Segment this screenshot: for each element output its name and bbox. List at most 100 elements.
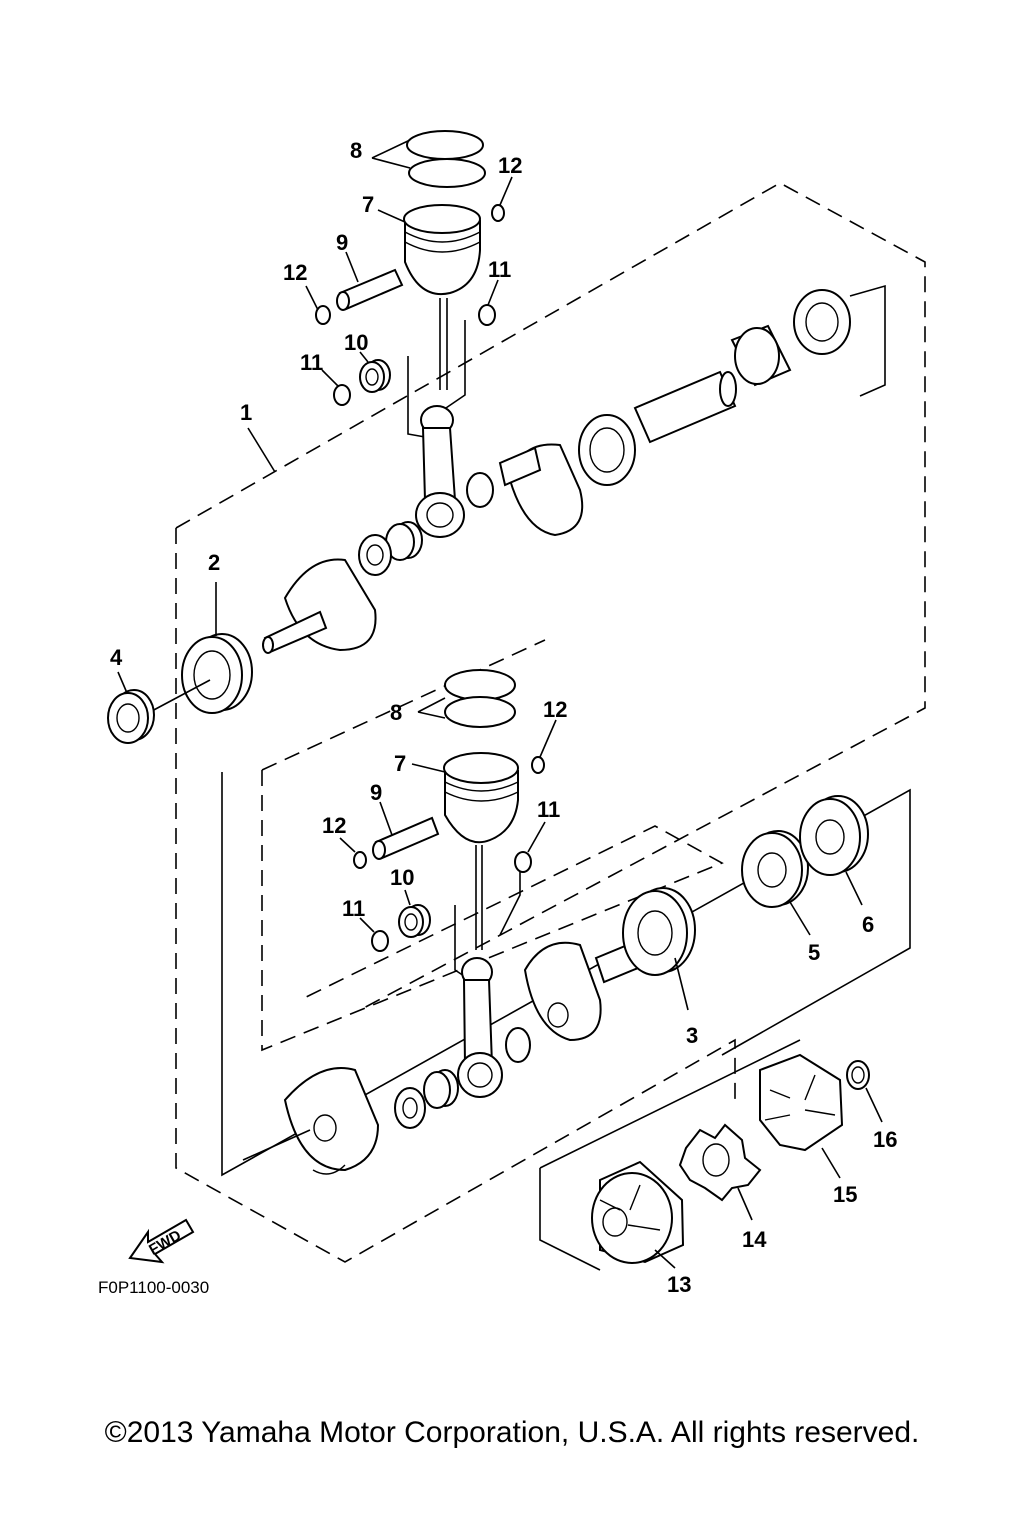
callout-4: 4 [110, 645, 123, 670]
upper-assembly-boundary [175, 182, 926, 1011]
leader-4 [117, 671, 128, 694]
lower-piston [443, 752, 519, 950]
lower-seal-frame [221, 772, 911, 1177]
upper-crank-web-right [498, 443, 584, 537]
lower-crank-leader [242, 1129, 311, 1161]
lower-thrust-bearing [394, 1087, 426, 1129]
lower-crank-needle-bearing [423, 1069, 459, 1109]
callout-11-upper-left: 11 [300, 350, 323, 375]
leader-12-low [539, 719, 557, 758]
upper-crankshaft [633, 370, 737, 444]
upper-piston [403, 204, 481, 390]
callout-14: 14 [742, 1227, 767, 1252]
leader-1 [247, 427, 276, 473]
upper-circlip-right [491, 204, 505, 222]
callout-13: 13 [667, 1272, 691, 1297]
leader-16 [865, 1087, 883, 1123]
leader-11-top-left [321, 369, 339, 387]
lower-main-bearing-center [622, 887, 696, 976]
copyright-notice: ©2013 Yamaha Motor Corporation, U.S.A. A… [104, 1416, 920, 1449]
fwd-arrow-icon: FWD [128, 1218, 195, 1264]
callout-15: 15 [833, 1182, 857, 1207]
lower-circlip-right [531, 756, 545, 774]
callout-2: 2 [208, 550, 220, 575]
callout-9-lower: 9 [370, 780, 382, 805]
oil-seal [107, 689, 155, 744]
leader-11-low-right [527, 821, 546, 853]
upper-main-bearing-center [578, 414, 636, 486]
leader-15 [821, 1147, 841, 1179]
leader-7-low [411, 763, 446, 773]
callout-8-upper: 8 [350, 138, 362, 163]
upper-crank-needle-bearing [385, 521, 423, 561]
leader-5 [789, 901, 811, 936]
figure-code: F0P1100-0030 [98, 1278, 209, 1297]
lower-needle-bearing [398, 904, 431, 938]
callout-12-upper-left: 12 [283, 260, 307, 285]
right-shaft-frame [849, 284, 886, 397]
callout-11-lower-right: 11 [537, 797, 560, 822]
upper-thrust-washer [466, 472, 494, 508]
lower-piston-boundary-top [261, 639, 546, 771]
upper-washer-left [333, 384, 351, 406]
coupling-drive [759, 1053, 844, 1152]
upper-needle-bearing [359, 359, 391, 393]
leader-11-low-left [359, 917, 375, 933]
callout-11-upper-right: 11 [488, 257, 511, 282]
main-bearing-left [181, 633, 253, 714]
coupling-ring [846, 1060, 870, 1090]
main-bearing-leader [149, 679, 211, 713]
upper-gear-collar [730, 324, 792, 387]
seal-carrier [741, 830, 809, 908]
leader-6 [845, 871, 863, 906]
lower-circlip-left [353, 851, 367, 869]
lower-connecting-rod [457, 957, 503, 1098]
callout-7-upper: 7 [362, 192, 374, 217]
end-bearing-seal [799, 795, 869, 876]
outer-assembly-boundary [175, 528, 736, 1263]
upper-main-bearing-right [793, 289, 851, 355]
lower-crank-web-right [523, 941, 640, 1042]
lower-piston-boundary [261, 770, 724, 1052]
upper-connecting-rod [415, 405, 465, 538]
callout-12-upper-right: 12 [498, 153, 522, 178]
lower-piston-pin [372, 816, 440, 860]
leader-8-low [417, 697, 446, 719]
coupling-hub [591, 1160, 685, 1264]
leader-11-top-right [487, 279, 499, 306]
upper-piston-pin [336, 268, 404, 311]
callout-12-lower-right: 12 [543, 697, 567, 722]
lower-piston-rings [444, 669, 516, 728]
leader-12-top [499, 176, 513, 206]
callout-11-lower-left: 11 [342, 896, 365, 921]
leader-10-low [404, 889, 411, 906]
leader-3 [674, 957, 689, 1011]
leader-12-top-left [305, 285, 319, 311]
callout-8-lower: 8 [390, 700, 402, 725]
callout-9-upper: 9 [336, 230, 348, 255]
lower-washer-left [371, 930, 389, 952]
lower-crank-web-left [283, 1067, 380, 1175]
callout-10-lower: 10 [390, 865, 414, 890]
piston-pin-frame [407, 320, 466, 438]
upper-crank-web-left [262, 558, 377, 654]
leader-13 [654, 1249, 676, 1269]
leader-9-low [379, 801, 393, 836]
callout-12-lower-left: 12 [322, 813, 346, 838]
lower-washer-right [514, 851, 532, 873]
rotor-frame [539, 1039, 801, 1271]
leader-9-top [345, 251, 359, 283]
lower-thrust-washer [505, 1027, 531, 1063]
callout-7-lower: 7 [394, 751, 406, 776]
callout-5: 5 [808, 940, 820, 965]
upper-piston-rings [406, 130, 486, 188]
upper-thrust-bearing [358, 534, 392, 576]
callout-3: 3 [686, 1023, 698, 1048]
leader-12-low-left [339, 837, 356, 853]
callout-1: 1 [240, 400, 252, 425]
rubber-damper [678, 1123, 762, 1202]
leader-10-top [359, 351, 369, 363]
leader-8-top [371, 139, 411, 169]
callout-16: 16 [873, 1127, 897, 1152]
